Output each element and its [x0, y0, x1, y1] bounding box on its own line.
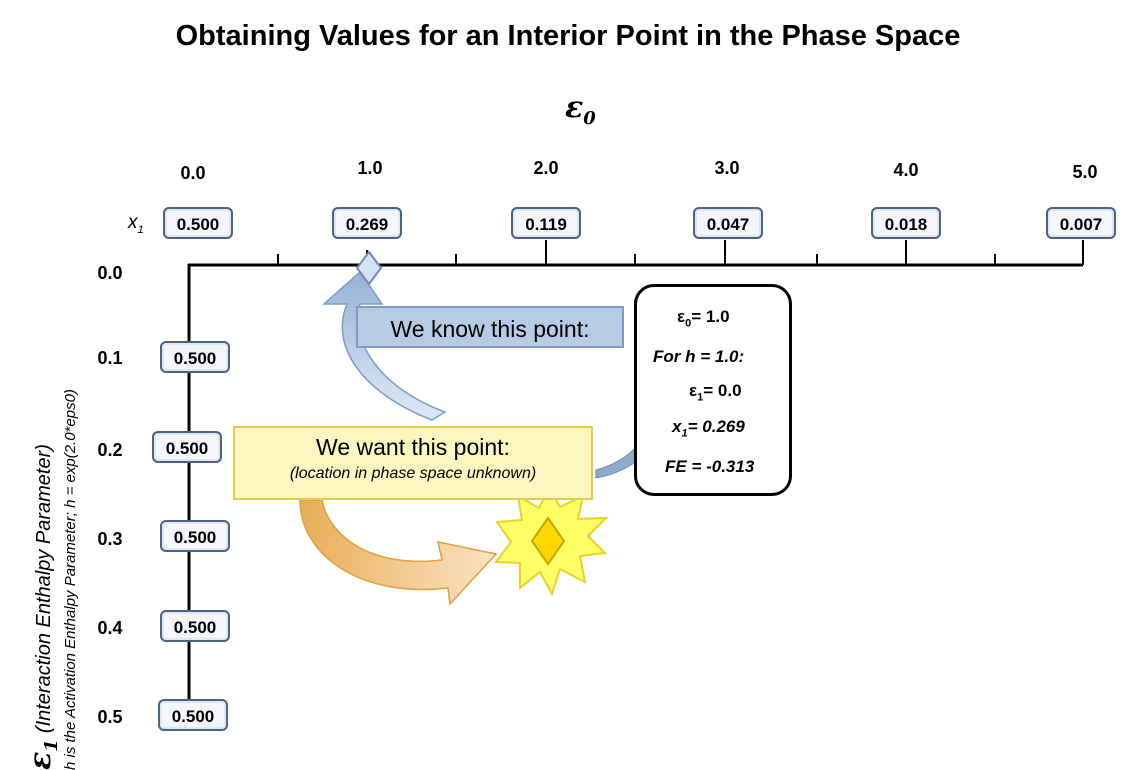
y-tick-label: 0.1 — [97, 348, 123, 368]
wanted-point-title: We want this point: — [316, 434, 510, 460]
info-eps1-line: ε1= 0.0 — [689, 381, 742, 403]
x-tick-label: 1.0 — [357, 158, 383, 178]
y-tick-label: 0.5 — [97, 707, 123, 727]
x1-row-label-subscript: 1 — [137, 223, 144, 236]
y-axis-description: (Interaction Enthalpy Parameter) — [33, 444, 55, 734]
x1-value-box: 0.119 — [511, 207, 581, 239]
x-tick-label: 2.0 — [533, 158, 559, 178]
known-point-callout: We know this point: — [356, 306, 624, 348]
x1-value-box: 0.007 — [1046, 207, 1116, 239]
y-axis-symbol-subscript: 1 — [41, 739, 62, 752]
x-tick-label: 3.0 — [714, 158, 740, 178]
known-point-info-box: ε0= 1.0 For h = 1.0: ε1= 0.0 x1= 0.269 F… — [634, 284, 792, 496]
info-x1-subscript: 1 — [681, 427, 688, 440]
info-eps0-letter: ε — [677, 307, 686, 326]
info-h-line: For h = 1.0: — [653, 347, 745, 366]
wanted-point-arrow — [299, 499, 498, 606]
x-tick-label: 0.0 — [180, 163, 206, 183]
x1-value-box: 0.500 — [163, 207, 233, 239]
info-eps0-subscript: 0 — [685, 317, 692, 330]
y-tick-label: 0.0 — [97, 263, 123, 283]
y-tick-label: 0.4 — [97, 618, 123, 638]
y-axis-note: h is the Activation Enthalpy Parameter; … — [62, 389, 79, 770]
x-tick-label: 4.0 — [893, 160, 919, 180]
wanted-point-callout: We want this point: (location in phase s… — [233, 426, 593, 500]
x1-value-box: 0.047 — [693, 207, 763, 239]
x-axis-ticks — [277, 240, 1084, 265]
info-x1-value: = 0.269 — [687, 417, 745, 436]
x-axis-symbol-subscript: 0 — [583, 108, 596, 129]
x1-value-box: 0.018 — [871, 207, 941, 239]
y-tick-label: 0.2 — [97, 440, 123, 460]
y-x1-value-box: 0.500 — [158, 699, 228, 731]
x-axis-symbol-letter: ε — [565, 90, 584, 125]
y-tick-label: 0.3 — [97, 529, 123, 549]
y-axis-symbol-letter: ε — [23, 751, 58, 770]
info-eps0-line: ε0= 1.0 — [677, 307, 730, 329]
wanted-point-diamond — [530, 516, 566, 566]
y-x1-value-box: 0.500 — [160, 520, 230, 552]
info-x1-letter: x — [672, 417, 682, 436]
info-eps0-value: = 1.0 — [691, 307, 730, 326]
info-eps1-value: = 0.0 — [703, 381, 742, 400]
wanted-point-subtitle: (location in phase space unknown) — [289, 465, 537, 482]
y-x1-value-box: 0.500 — [160, 610, 230, 642]
info-fe-line: FE = -0.313 — [665, 457, 755, 476]
x1-value-box: 0.269 — [332, 207, 402, 239]
y-x1-value-box: 0.500 — [160, 341, 230, 373]
x-axis-symbol: ε0 — [565, 90, 596, 129]
page-title: Obtaining Values for an Interior Point i… — [175, 20, 961, 52]
known-point-diamond — [355, 250, 383, 286]
y-axis-label-group: ε1 (Interaction Enthalpy Parameter) h is… — [23, 330, 79, 770]
info-x1-line: x1= 0.269 — [672, 417, 745, 439]
y-axis-symbol: ε1 — [23, 739, 62, 770]
x1-row-label: x1 — [128, 212, 144, 236]
y-x1-value-box: 0.500 — [152, 431, 222, 463]
info-eps1-subscript: 1 — [697, 391, 704, 404]
x-tick-label: 5.0 — [1072, 162, 1098, 182]
x1-row-label-letter: x — [128, 212, 138, 233]
info-eps1-letter: ε — [689, 381, 698, 400]
y-axis-title: ε1 (Interaction Enthalpy Parameter) — [23, 330, 62, 770]
